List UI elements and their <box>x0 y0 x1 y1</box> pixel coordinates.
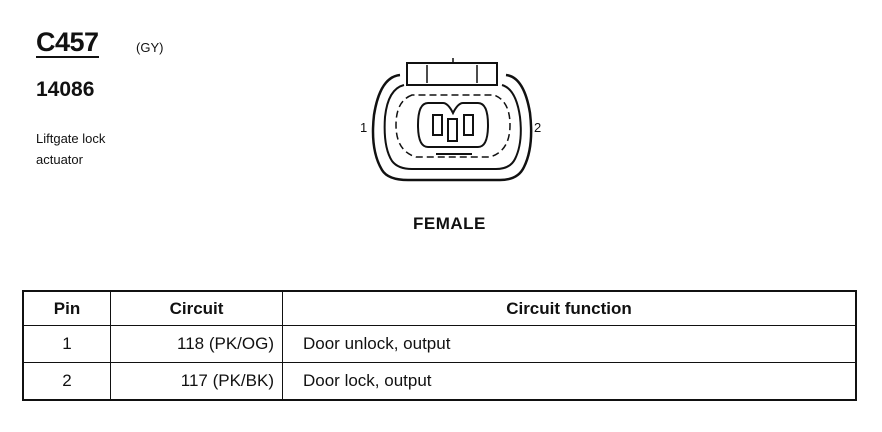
terminal-1 <box>432 114 443 136</box>
seal-ring-dashed <box>395 94 511 158</box>
inner-shell <box>383 84 522 170</box>
description-line-2: actuator <box>36 152 83 167</box>
pinout-table: Pin Circuit Circuit function 1 118 (PK/O… <box>22 290 857 401</box>
header-pin: Pin <box>22 290 111 326</box>
connector-id: C457 <box>36 27 99 58</box>
table-row: 2 117 (PK/BK) Door lock, output <box>22 362 857 401</box>
header-circuit-function: Circuit function <box>282 290 857 326</box>
connector-gender-label: FEMALE <box>413 214 486 233</box>
terminal-2 <box>463 114 474 136</box>
cell-circuit-function: Door unlock, output <box>282 325 857 363</box>
terminal-center-key <box>447 118 458 142</box>
connector-color: (GY) <box>136 40 164 55</box>
table-header-row: Pin Circuit Circuit function <box>22 290 857 326</box>
description-line-1: Liftgate lock <box>36 131 106 146</box>
cell-circuit-function: Door lock, output <box>282 362 857 401</box>
connector-description: Liftgate lock actuator <box>36 128 146 170</box>
cell-circuit: 118 (PK/OG) <box>110 325 283 363</box>
pin-2-label: 2 <box>534 120 541 135</box>
outer-housing <box>371 73 533 182</box>
table-row: 1 118 (PK/OG) Door unlock, output <box>22 325 857 363</box>
terminal-cavity <box>416 102 490 148</box>
cell-pin: 2 <box>22 362 111 401</box>
part-number: 14086 <box>36 78 95 101</box>
cell-pin: 1 <box>22 325 111 363</box>
connector-face-diagram: 1 2 <box>360 58 541 182</box>
header-circuit: Circuit <box>110 290 283 326</box>
cell-circuit: 117 (PK/BK) <box>110 362 283 401</box>
latch-tab <box>406 62 498 86</box>
pin-1-label: 1 <box>360 120 367 135</box>
